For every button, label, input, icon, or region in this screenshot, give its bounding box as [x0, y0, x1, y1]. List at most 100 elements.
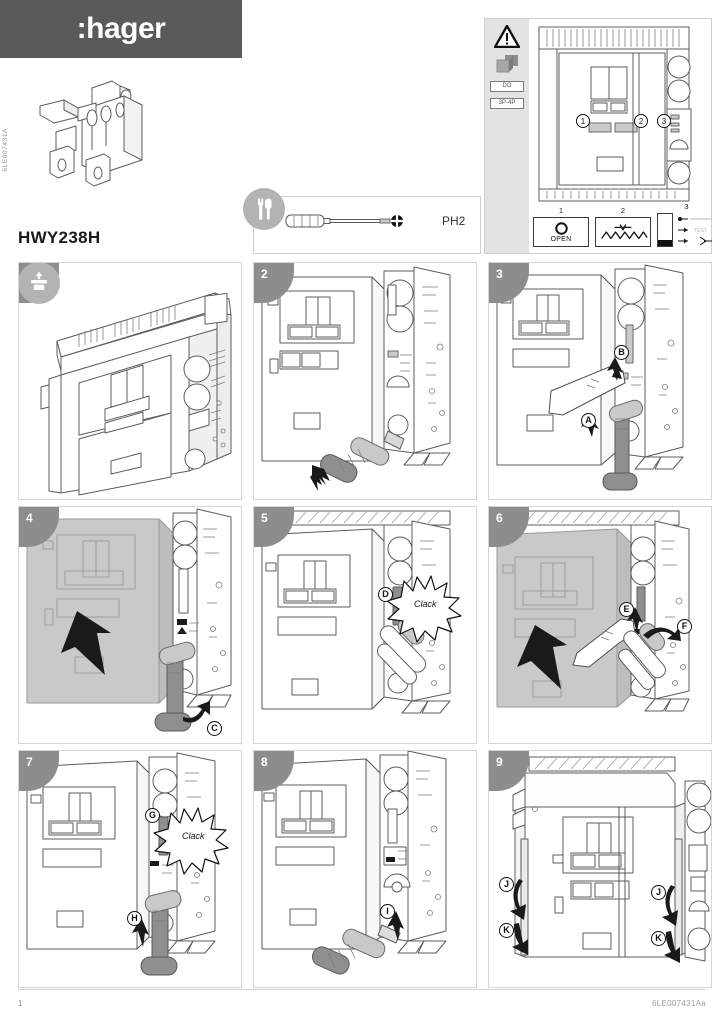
breaker-lever-engaged-icon	[261, 510, 462, 714]
prerequisites-box: DO 3P-4P	[484, 18, 712, 254]
step-badge	[19, 507, 59, 547]
step-panel: 2	[253, 262, 477, 500]
step-wedge-icon	[19, 751, 59, 791]
steps-grid: 1	[18, 262, 712, 988]
breaker-3d-isometric-icon	[40, 292, 232, 496]
step-wedge-icon	[489, 263, 529, 303]
legend-number: 1	[558, 206, 564, 215]
step-badge	[254, 263, 294, 303]
svg-text:2: 2	[639, 117, 644, 126]
open-circle-icon	[554, 222, 568, 235]
svg-text:TEST: TEST	[694, 228, 707, 234]
parts-cubes-icon	[496, 55, 518, 73]
legend-item-spring: 2	[595, 206, 651, 247]
mount-insert-icon	[31, 271, 47, 290]
legend-frame-position	[657, 213, 673, 247]
step-wedge-icon	[254, 751, 294, 791]
rail-tag-poles: 3P-4P	[490, 98, 524, 109]
step-illustration	[254, 751, 476, 987]
step-number: 8	[261, 755, 268, 769]
callout-bubble: H	[127, 911, 142, 926]
document-code: 6LE007431Aa	[651, 999, 706, 1008]
callout-bubble: K	[651, 931, 666, 946]
breaker-side-screwdriver-icon	[261, 266, 451, 491]
legend-number: 2	[620, 206, 626, 215]
tool-item: PH2	[284, 209, 465, 233]
step-number: 3	[496, 267, 503, 281]
step-illustration	[19, 507, 241, 743]
callout-bubble: J	[651, 885, 666, 900]
hager-logo: :hager	[76, 12, 166, 45]
breaker-side-hand-lever-icon	[496, 264, 684, 491]
rail-tag-do: DO	[490, 81, 524, 92]
step-wedge-icon	[19, 507, 59, 547]
step-badge	[489, 507, 529, 547]
legend-frame-open: OPEN	[533, 217, 589, 247]
spring-discharged-icon	[601, 224, 648, 240]
callout-bubble: B	[614, 345, 629, 360]
step-number: 4	[26, 511, 33, 525]
sound-label: Clack	[182, 831, 205, 841]
step-panel: 1	[18, 262, 242, 500]
product-illustration	[34, 72, 184, 187]
step-illustration	[254, 263, 476, 499]
svg-text:3: 3	[662, 117, 667, 126]
screwdriver-phillips-icon	[285, 214, 403, 228]
step-illustration	[489, 507, 711, 743]
step-badge	[19, 751, 59, 791]
step-number: 6	[496, 511, 503, 525]
sound-label: Clack	[414, 599, 437, 609]
step-panel: 9	[488, 750, 712, 988]
tools-box: PH2	[253, 196, 481, 254]
step-panel: 4	[18, 506, 242, 744]
step-number: 7	[26, 755, 33, 769]
step-wedge-icon	[254, 263, 294, 303]
step-panel: 5	[253, 506, 477, 744]
step-badge	[254, 507, 294, 547]
step-panel: 7	[18, 750, 242, 988]
footer-divider	[18, 989, 706, 990]
brand-bar: :hager	[0, 0, 242, 58]
callout-bubble: F	[677, 619, 692, 634]
step-number: 2	[261, 267, 268, 281]
prerequisites-legend: 1 OPEN 2 3	[533, 201, 712, 247]
breaker-front-rails-icon	[510, 756, 711, 963]
callout-bubble: C	[207, 721, 222, 736]
tools-wrench-screwdriver-icon	[257, 198, 272, 220]
warning-triangle-icon	[494, 25, 520, 48]
step-wedge-icon	[254, 507, 294, 547]
callout-bubble: E	[619, 602, 634, 617]
step-badge	[489, 263, 529, 303]
tools-badge	[243, 188, 285, 230]
step-panel: 3	[488, 262, 712, 500]
page-number: 1	[18, 999, 23, 1008]
rack-position-indicator-icon: TEST	[677, 216, 712, 246]
legend-item-position: 3	[657, 202, 716, 247]
step-wedge-icon	[489, 751, 529, 791]
callout-bubble: I	[380, 904, 395, 919]
breaker-lever-down-icon	[26, 752, 229, 976]
step-number: 5	[261, 511, 268, 525]
step-badge	[254, 751, 294, 791]
step-panel: 8	[253, 750, 477, 988]
step-illustration	[19, 751, 241, 987]
page-title: HWY238H	[18, 228, 101, 247]
legend-number: 3	[684, 202, 689, 211]
step-illustration	[489, 751, 711, 987]
side-document-code: 6LE007431A	[2, 128, 9, 172]
callout-bubble: D	[378, 587, 393, 602]
step-badge	[489, 751, 529, 791]
callout-bubble: J	[499, 877, 514, 892]
bracket-assembly-icon	[39, 80, 143, 187]
callout-bubble: K	[499, 923, 514, 938]
circuit-breaker-front-view-icon: 1 2 3	[538, 26, 692, 202]
legend-frame-spring	[595, 217, 651, 247]
step-illustration	[19, 263, 241, 499]
svg-text:1: 1	[581, 117, 586, 126]
step-illustration	[489, 263, 711, 499]
breaker-shaded-lever-icon	[26, 508, 232, 732]
step-wedge-icon	[489, 507, 529, 547]
legend-item-open: 1 OPEN	[533, 206, 589, 247]
prerequisites-rail: DO 3P-4P	[485, 19, 529, 253]
callout-bubble: G	[145, 808, 160, 823]
